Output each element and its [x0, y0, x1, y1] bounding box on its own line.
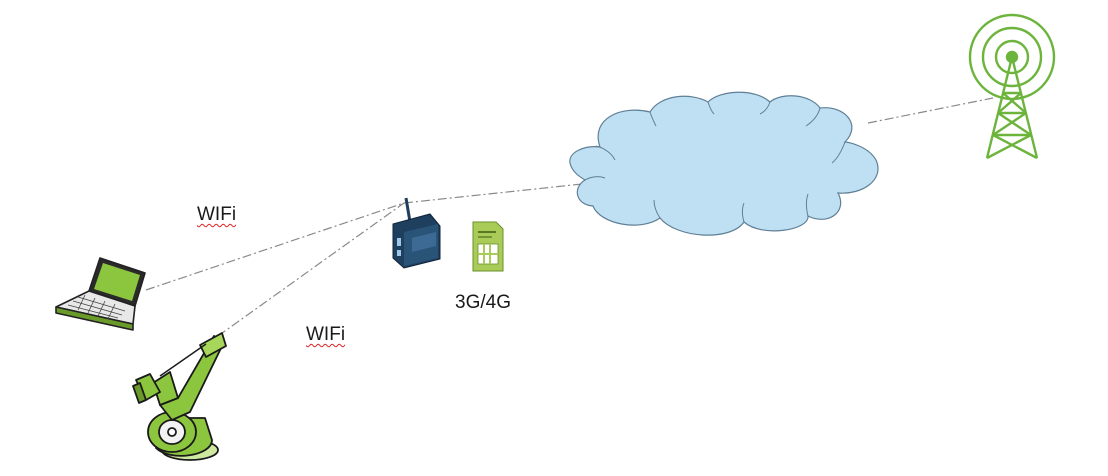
- connector-laptop-router: [145, 202, 405, 291]
- cell-tower-icon: [968, 13, 1056, 160]
- laptop-icon: [55, 257, 146, 331]
- cloud-icon: [569, 91, 879, 236]
- connector-cloud-tower: [867, 97, 994, 124]
- sim-card-icon: [472, 221, 504, 272]
- connectors: [145, 97, 994, 337]
- cellular-label: 3G/4G: [455, 292, 511, 313]
- router-icon: [392, 197, 441, 269]
- wifi-label-laptop: WIFi: [197, 204, 237, 225]
- connector-router-cloud: [403, 183, 583, 204]
- robot-arm-icon: [132, 332, 227, 461]
- wifi-label-robot: WIFi: [306, 324, 346, 345]
- connector-robot-router: [217, 202, 405, 337]
